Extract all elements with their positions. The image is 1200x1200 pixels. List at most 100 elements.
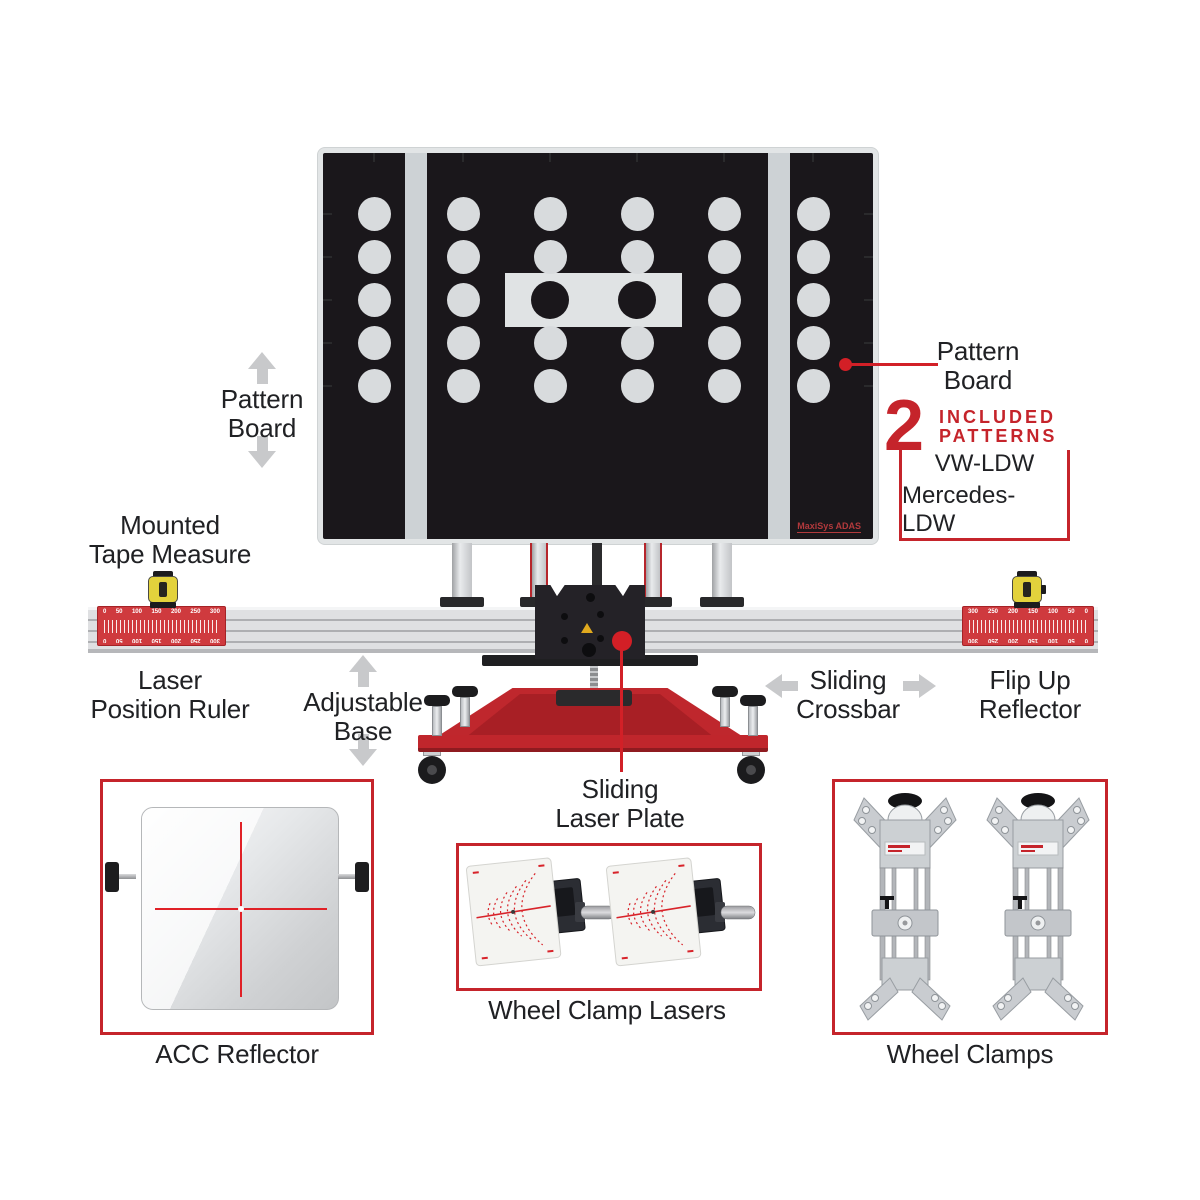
plate-hole (586, 593, 595, 602)
included-word: INCLUDED (939, 407, 1056, 427)
pattern-dot (797, 326, 830, 360)
pattern-dot (708, 240, 741, 274)
included-patterns-box: VW-LDW Mercedes-LDW (899, 450, 1070, 541)
laser-position-ruler-right: 300 250 200 150 100 50 0 0 50 100 150 200 250 300 (962, 606, 1094, 646)
ruler-number: 300 (968, 609, 979, 615)
ruler-number: 150 (1027, 609, 1038, 615)
panel-pin-left (119, 874, 136, 879)
plate-knob (582, 643, 596, 657)
ruler-number: 250 (987, 609, 998, 615)
pattern-name: Mercedes-LDW (902, 482, 1016, 537)
patterns-word: PATTERNS (939, 426, 1058, 446)
ruler-number: 300 (209, 609, 220, 615)
pattern-dot (358, 240, 391, 274)
board-tick (723, 153, 725, 162)
ruler-number: 300 (968, 637, 979, 643)
down-arrow-icon (248, 436, 276, 468)
pattern-dot (621, 197, 654, 231)
board-tick (323, 213, 332, 215)
tape-knob (1041, 585, 1046, 594)
pattern-dot (358, 369, 391, 403)
board-tick (636, 153, 638, 162)
wheel-clamp-lasers-box (456, 843, 762, 991)
ruler-scale: 0 50 100 150 200 250 300 (968, 637, 1088, 643)
ruler-number: 50 (115, 609, 123, 615)
ruler-number: 300 (209, 637, 220, 643)
pattern-dot (358, 197, 391, 231)
pattern-dot (447, 197, 480, 231)
ruler-number: 250 (988, 637, 999, 643)
pattern-dot (358, 283, 391, 317)
column-foot (700, 597, 744, 607)
label-acc-reflector: ACC Reflector (155, 1039, 319, 1069)
board-tick (549, 153, 551, 162)
tape-slot (1023, 582, 1031, 597)
support-column (712, 543, 732, 607)
lift-screw (590, 658, 598, 694)
ruler-number: 200 (1008, 637, 1019, 643)
board-tick (864, 213, 873, 215)
plate-hole (561, 637, 568, 644)
plate-hole (597, 611, 604, 618)
support-column (452, 543, 472, 607)
pattern-dot (797, 283, 830, 317)
board-stripe-right (768, 153, 790, 539)
pattern-dot (797, 240, 830, 274)
callout-dot-laser-plate (612, 631, 632, 651)
plate-hole (597, 635, 604, 642)
tape-clip (1017, 571, 1037, 577)
board-tick (864, 299, 873, 301)
mounted-tape-measure-right (1012, 571, 1046, 608)
label-wheel-clamps: Wheel Clamps (886, 1039, 1054, 1069)
pattern-dot (534, 240, 567, 274)
pattern-dot (708, 283, 741, 317)
warning-icon (581, 623, 593, 633)
callout-dot-pattern-board (839, 358, 852, 371)
board-tick (864, 256, 873, 258)
pattern-dot (708, 326, 741, 360)
base-knob (712, 686, 738, 727)
pattern-dot (447, 326, 480, 360)
ruler-number: 150 (1028, 637, 1039, 643)
pattern-dot (534, 197, 567, 231)
panel-knob-left (105, 862, 119, 892)
pattern-dot (797, 369, 830, 403)
ruler-number: 0 (1084, 637, 1088, 643)
board-tick (373, 153, 375, 162)
column-foot (440, 597, 484, 607)
tape-body (148, 576, 178, 603)
down-arrow-icon (349, 734, 377, 766)
pattern-name: VW-LDW (934, 450, 1035, 477)
base-bottom-rail (418, 735, 768, 752)
panel-pin-right (338, 874, 355, 879)
base-knob (452, 686, 478, 727)
ruler-number: 50 (1068, 637, 1075, 643)
board-tick (323, 385, 332, 387)
ruler-number: 0 (1084, 609, 1088, 615)
crosshair-center (238, 906, 244, 912)
pattern-dot (447, 240, 480, 274)
pattern-dot (358, 326, 391, 360)
tape-base (150, 602, 176, 608)
pattern-dot (534, 326, 567, 360)
ruler-number: 150 (151, 609, 162, 615)
ruler-number: 100 (131, 609, 142, 615)
base-knob (740, 695, 766, 736)
wheel-clamps-box (832, 779, 1108, 1035)
ruler-number: 100 (1048, 637, 1059, 643)
leader-line-pattern-board (850, 363, 938, 366)
column-foot (634, 597, 672, 607)
board-tick (323, 342, 332, 344)
pattern-dot (797, 197, 830, 231)
acc-reflector-box (100, 779, 374, 1035)
laser-plate-rail (482, 655, 698, 666)
caster-wheel (417, 745, 447, 784)
board-tick (864, 342, 873, 344)
ruler-number: 0 (103, 609, 107, 615)
